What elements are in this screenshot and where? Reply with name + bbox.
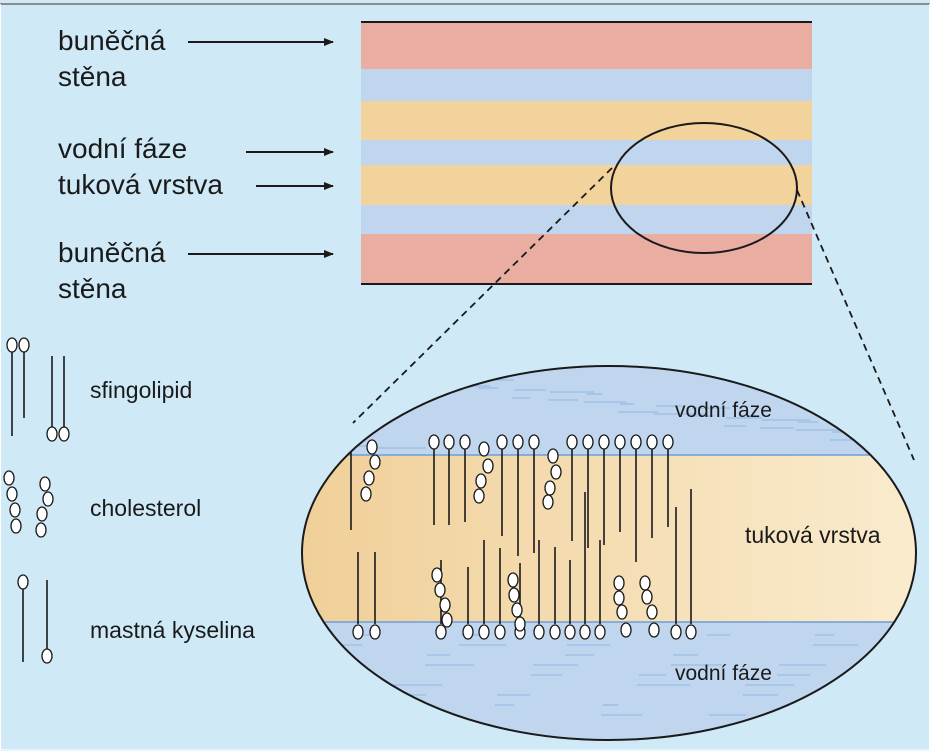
cholesterol-ring [508, 573, 518, 587]
cholesterol-ring [476, 474, 486, 488]
label-water-phase: vodní fáze [58, 133, 187, 164]
cell-wall-band-top [361, 22, 812, 69]
cholesterol-ring [37, 507, 47, 521]
molecule-head [436, 625, 446, 639]
molecule-head [463, 625, 473, 639]
cell-wall-band-bottom [361, 234, 812, 284]
water-band-2 [361, 140, 812, 165]
molecule-head [567, 435, 577, 449]
molecule-head [595, 625, 605, 639]
water-band-3 [361, 205, 812, 234]
layer-stack [361, 22, 812, 284]
legend-sphingolipid-label: sfingolipid [90, 377, 192, 403]
molecule-head [550, 625, 560, 639]
cholesterol-ring [10, 503, 20, 517]
molecule-head [59, 427, 69, 441]
cholesterol-ring [4, 471, 14, 485]
molecule-head [529, 435, 539, 449]
molecule-head [460, 435, 470, 449]
cholesterol-ring [474, 489, 484, 503]
lipid-band-2 [361, 165, 812, 205]
molecule-head [647, 435, 657, 449]
cholesterol-ring [515, 617, 525, 631]
cholesterol-ring [614, 576, 624, 590]
molecule-head [631, 435, 641, 449]
molecule-head [565, 625, 575, 639]
molecule-head [444, 435, 454, 449]
molecule-head [18, 575, 28, 589]
cholesterol-ring [551, 465, 561, 479]
cholesterol-ring [435, 583, 445, 597]
cholesterol-ring [442, 613, 452, 627]
water-band-1 [361, 69, 812, 101]
lipid-band-1 [361, 101, 812, 140]
molecule-head [580, 625, 590, 639]
molecule-head [495, 625, 505, 639]
molecule-head [671, 625, 681, 639]
label-cell-wall-top-2: stěna [58, 61, 127, 92]
label-cell-wall-bottom-2: stěna [58, 273, 127, 304]
molecule-head [497, 435, 507, 449]
cholesterol-ring [440, 598, 450, 612]
cholesterol-ring [649, 623, 659, 637]
cholesterol-ring [543, 495, 553, 509]
molecule-head [370, 625, 380, 639]
cholesterol-ring [367, 440, 377, 454]
cholesterol-ring [548, 449, 558, 463]
molecule-head [353, 625, 363, 639]
molecule-head [429, 435, 439, 449]
zoom-label-water-bottom: vodní fáze [675, 662, 772, 685]
cholesterol-ring [364, 471, 374, 485]
zoom-label-lipid: tuková vrstva [745, 522, 881, 548]
cholesterol-ring [647, 605, 657, 619]
cholesterol-ring [370, 455, 380, 469]
cholesterol-ring [483, 459, 493, 473]
cholesterol-ring [614, 591, 624, 605]
molecule-head [599, 435, 609, 449]
cholesterol-ring [36, 523, 46, 537]
cholesterol-ring [361, 487, 371, 501]
label-cell-wall-top-1: buněčná [58, 25, 166, 56]
label-cell-wall-bottom-1: buněčná [58, 237, 166, 268]
molecule-head [686, 625, 696, 639]
molecule-head [663, 435, 673, 449]
molecule-head [615, 435, 625, 449]
molecule-head [47, 427, 57, 441]
label-lipid-layer: tuková vrstva [58, 169, 223, 200]
cholesterol-ring [43, 492, 53, 506]
molecule-head [534, 625, 544, 639]
molecule-head [42, 649, 52, 663]
legend-fatty-acid-label: mastná kyselina [90, 617, 255, 643]
cholesterol-ring [432, 568, 442, 582]
molecule-head [19, 338, 29, 352]
cholesterol-ring [621, 623, 631, 637]
cholesterol-ring [509, 588, 519, 602]
cholesterol-ring [617, 605, 627, 619]
cholesterol-ring [479, 442, 489, 456]
cholesterol-ring [40, 477, 50, 491]
cholesterol-ring [640, 576, 650, 590]
legend-cholesterol-label: cholesterol [90, 495, 201, 521]
cholesterol-ring [512, 603, 522, 617]
molecule-head [7, 338, 17, 352]
cholesterol-ring [545, 481, 555, 495]
molecule-head [583, 435, 593, 449]
cholesterol-ring [7, 487, 17, 501]
molecule-head [479, 625, 489, 639]
zoom-label-water-top: vodní fáze [675, 399, 772, 422]
cholesterol-ring [11, 519, 21, 533]
cholesterol-ring [642, 590, 652, 604]
molecule-head [513, 435, 523, 449]
